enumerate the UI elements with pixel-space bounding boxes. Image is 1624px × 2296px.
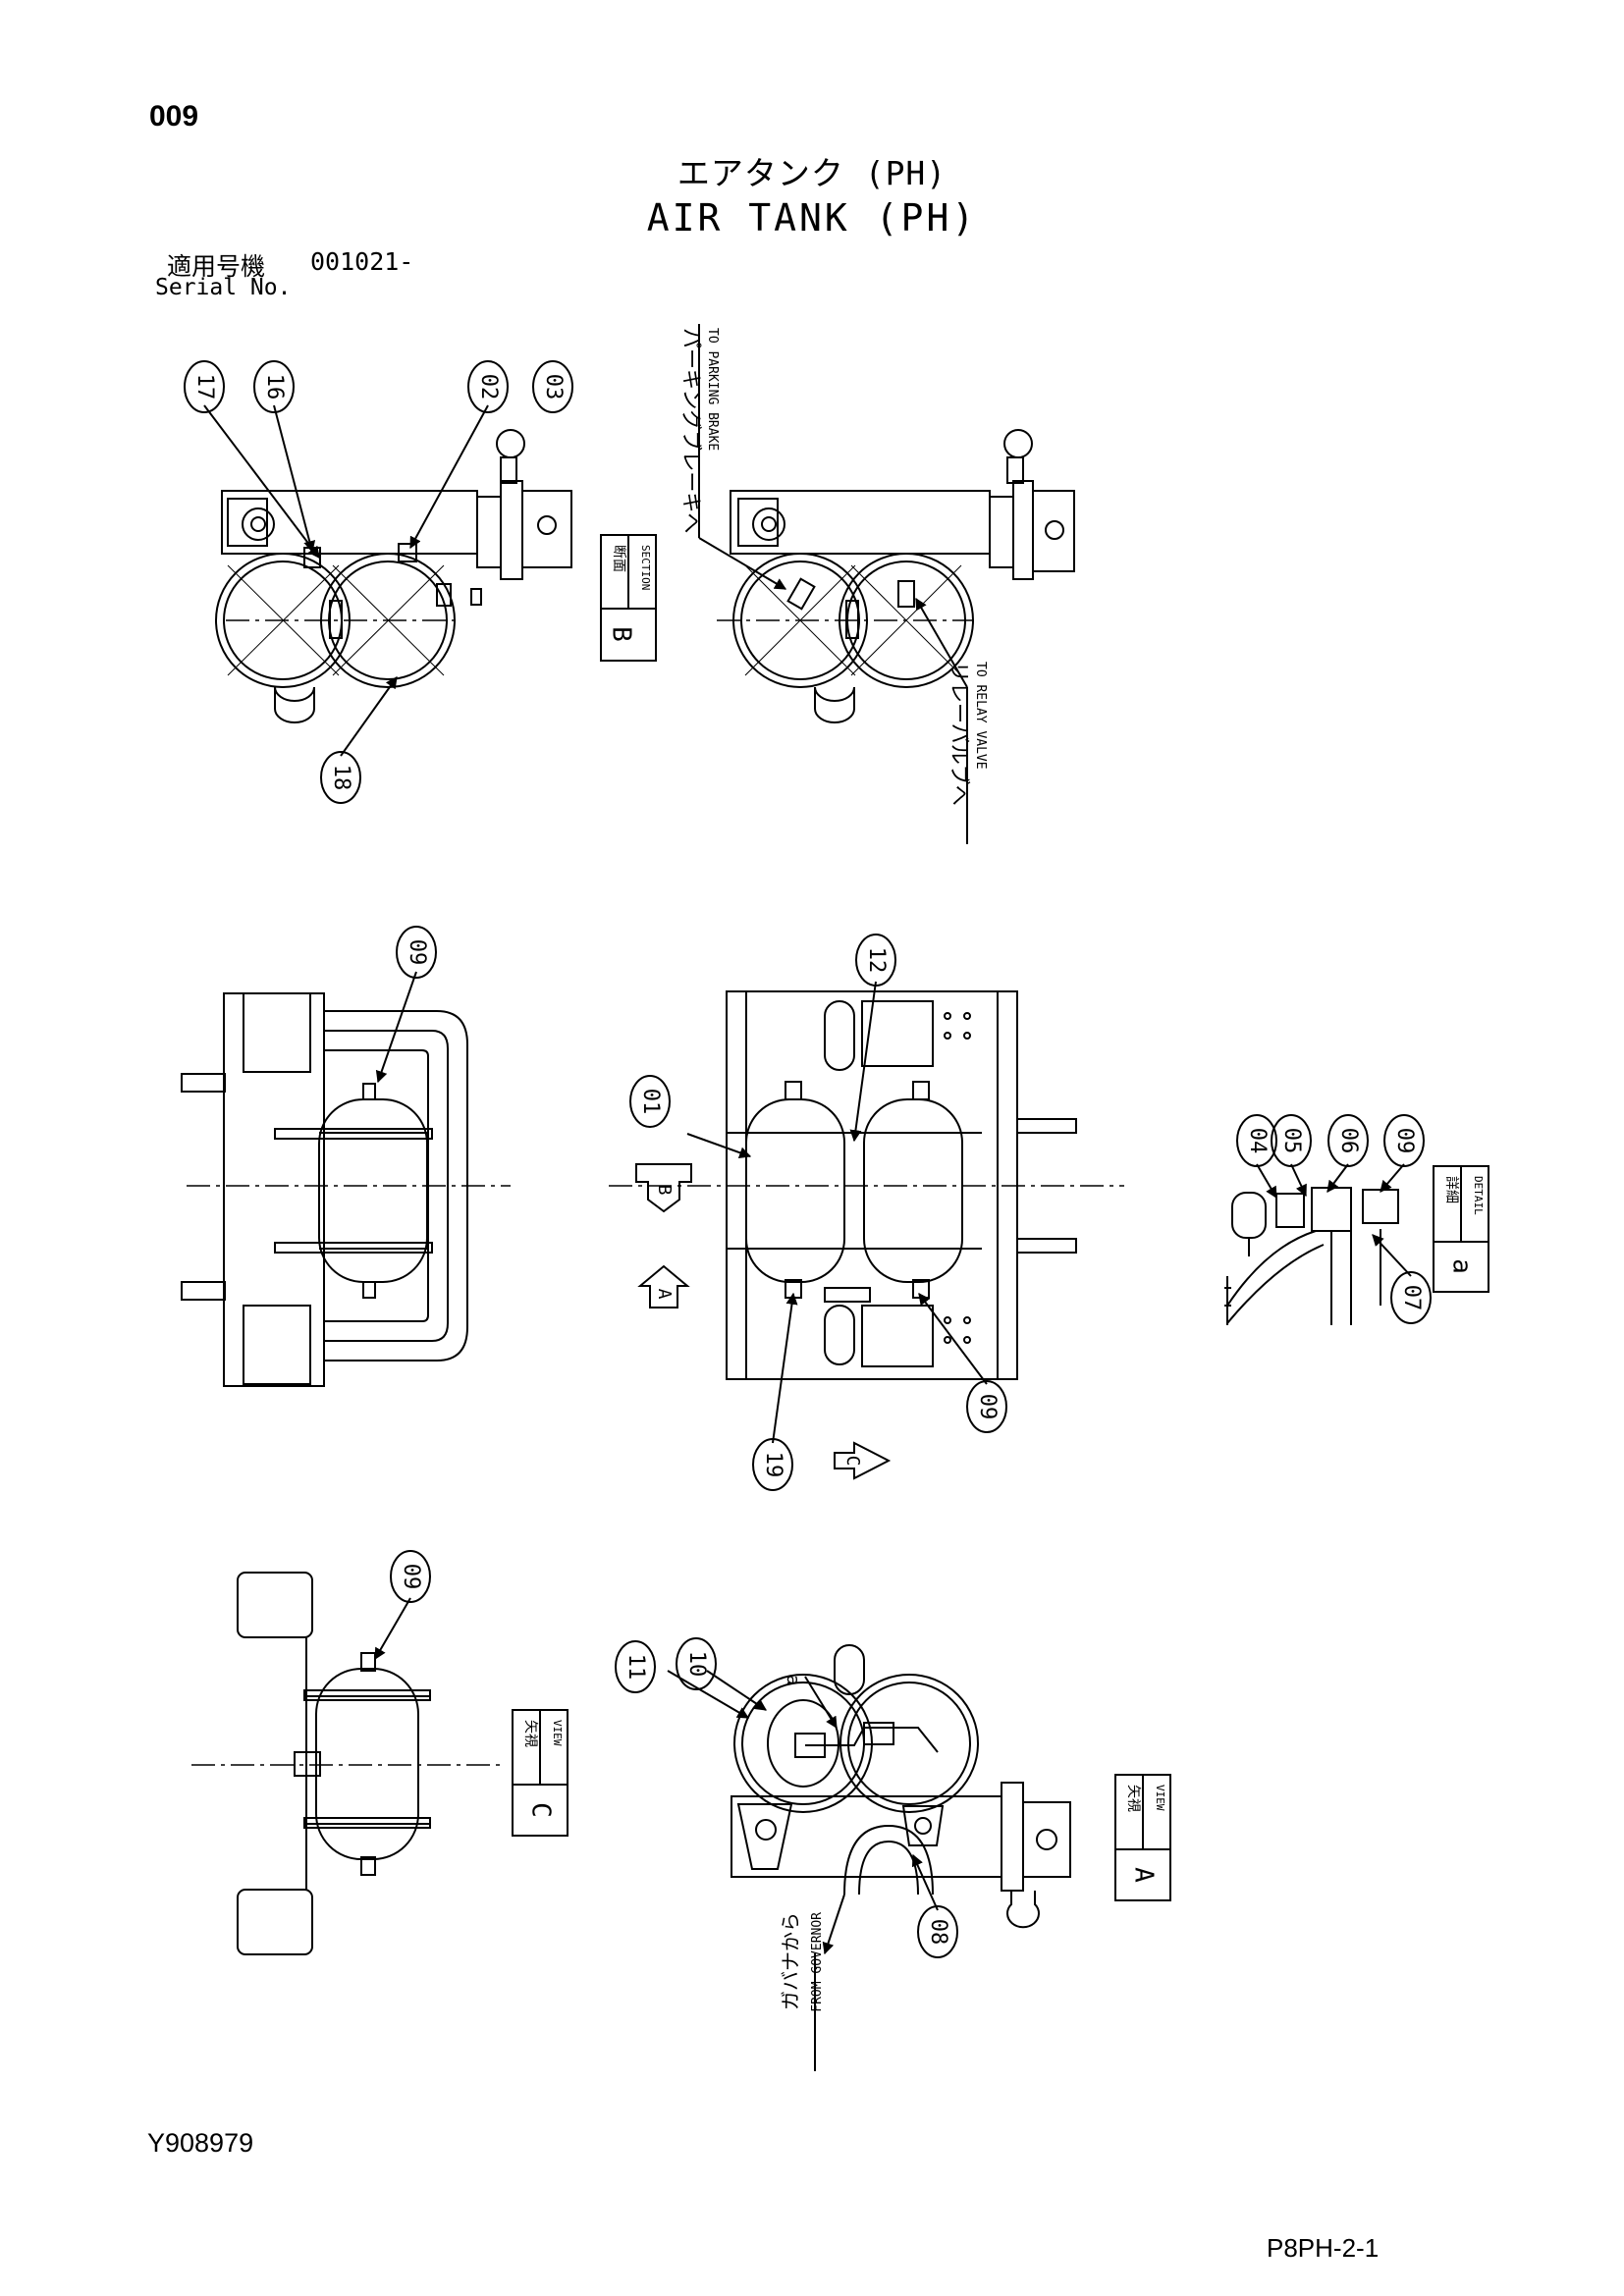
section-b-ja: 断面 <box>611 545 626 572</box>
view-section-b <box>203 404 572 757</box>
callout-09-b: 09 <box>966 1380 1007 1433</box>
svg-text:08: 08 <box>926 1919 950 1946</box>
to-parking-brake-ja: パーキングブレーキへ <box>679 328 703 533</box>
view-c-letter: C <box>526 1802 556 1818</box>
svg-text:09: 09 <box>399 1564 423 1590</box>
svg-text:02: 02 <box>476 374 501 400</box>
detail-a-letter: a <box>1447 1258 1477 1274</box>
callout-08: 08 <box>917 1905 958 1958</box>
to-relay-valve-ja: リレーバルブへ <box>947 662 971 806</box>
from-governor-en: FROM GOVERNOR <box>810 1912 825 2012</box>
callout-18: 18 <box>320 751 361 804</box>
view-middle-left <box>181 971 511 1387</box>
callout-10: 10 <box>676 1637 717 1690</box>
document-id: Y908979 <box>147 2128 254 2158</box>
callout-11: 11 <box>615 1640 656 1693</box>
view-a-ja: 矢視 <box>1125 1785 1141 1812</box>
view-a-letter: A <box>1129 1867 1159 1883</box>
callout-05: 05 <box>1271 1114 1312 1167</box>
view-a <box>667 1644 1071 2071</box>
callout-09-c: 09 <box>1383 1114 1425 1167</box>
section-b-label <box>600 534 657 662</box>
svg-text:07: 07 <box>1399 1285 1424 1311</box>
svg-text:11: 11 <box>623 1654 648 1681</box>
view-c <box>191 1572 501 1955</box>
section-b-en: SECTION <box>639 545 652 590</box>
callout-16: 16 <box>253 360 295 413</box>
title-japanese: エアタンク (PH) <box>677 154 947 192</box>
view-c-label <box>512 1709 568 1837</box>
svg-text:05: 05 <box>1279 1128 1304 1154</box>
section-arrow-a <box>637 1264 690 1308</box>
serial-label-japanese: 適用号機 <box>167 253 266 281</box>
detail-a-label <box>1433 1165 1489 1293</box>
callout-09-a: 09 <box>396 926 437 979</box>
callout-07: 07 <box>1390 1271 1432 1324</box>
callout-12: 12 <box>855 934 896 987</box>
callout-19: 19 <box>752 1438 793 1491</box>
view-c-ja: 矢視 <box>522 1720 538 1747</box>
svg-text:10: 10 <box>684 1651 709 1678</box>
arrow-letter-c: C <box>842 1456 863 1467</box>
section-arrow-c <box>834 1441 892 1480</box>
svg-text:17: 17 <box>192 374 217 400</box>
callout-01: 01 <box>629 1075 671 1128</box>
callout-09-d: 09 <box>390 1550 431 1603</box>
to-parking-brake-en: TO PARKING BRAKE <box>705 328 720 451</box>
svg-text:19: 19 <box>761 1452 785 1478</box>
detail-a-en: DETAIL <box>1472 1176 1485 1215</box>
view-a-label <box>1114 1774 1171 1901</box>
from-governor-ja: ガバナから <box>779 1912 802 2010</box>
arrow-letter-a: A <box>654 1289 675 1300</box>
callout-03: 03 <box>532 360 573 413</box>
svg-text:03: 03 <box>541 374 566 400</box>
section-b-letter: B <box>607 626 636 642</box>
section-arrow-b <box>635 1163 692 1213</box>
callout-06: 06 <box>1327 1114 1369 1167</box>
view-plan <box>609 981 1124 1444</box>
detail-a-ja: 詳細 <box>1443 1176 1459 1203</box>
serial-value: 001021- <box>310 247 414 276</box>
svg-text:16: 16 <box>262 374 287 400</box>
callout-17: 17 <box>184 360 225 413</box>
page-number: 009 <box>149 100 199 133</box>
to-relay-valve-en: TO RELAY VALVE <box>973 662 988 770</box>
svg-text:01: 01 <box>638 1089 663 1115</box>
view-detail-a <box>1224 1163 1412 1325</box>
view-c-en: VIEW <box>551 1720 564 1746</box>
svg-text:04: 04 <box>1245 1128 1270 1154</box>
svg-text:18: 18 <box>329 765 353 791</box>
callout-04: 04 <box>1236 1114 1277 1167</box>
callout-02: 02 <box>467 360 509 413</box>
page-code: P8PH-2-1 <box>1267 2233 1380 2263</box>
arrow-letter-b: B <box>654 1185 675 1196</box>
svg-text:06: 06 <box>1336 1128 1361 1154</box>
svg-text:09: 09 <box>1392 1128 1417 1154</box>
detail-mark: a <box>783 1675 803 1685</box>
title-english: AIR TANK (PH) <box>646 196 978 240</box>
view-top-right <box>698 324 1075 844</box>
view-a-en: VIEW <box>1154 1785 1166 1811</box>
svg-text:09: 09 <box>975 1394 1000 1420</box>
svg-text:09: 09 <box>405 939 429 966</box>
serial-label-english: Serial No. <box>155 275 292 300</box>
svg-text:12: 12 <box>864 947 889 974</box>
